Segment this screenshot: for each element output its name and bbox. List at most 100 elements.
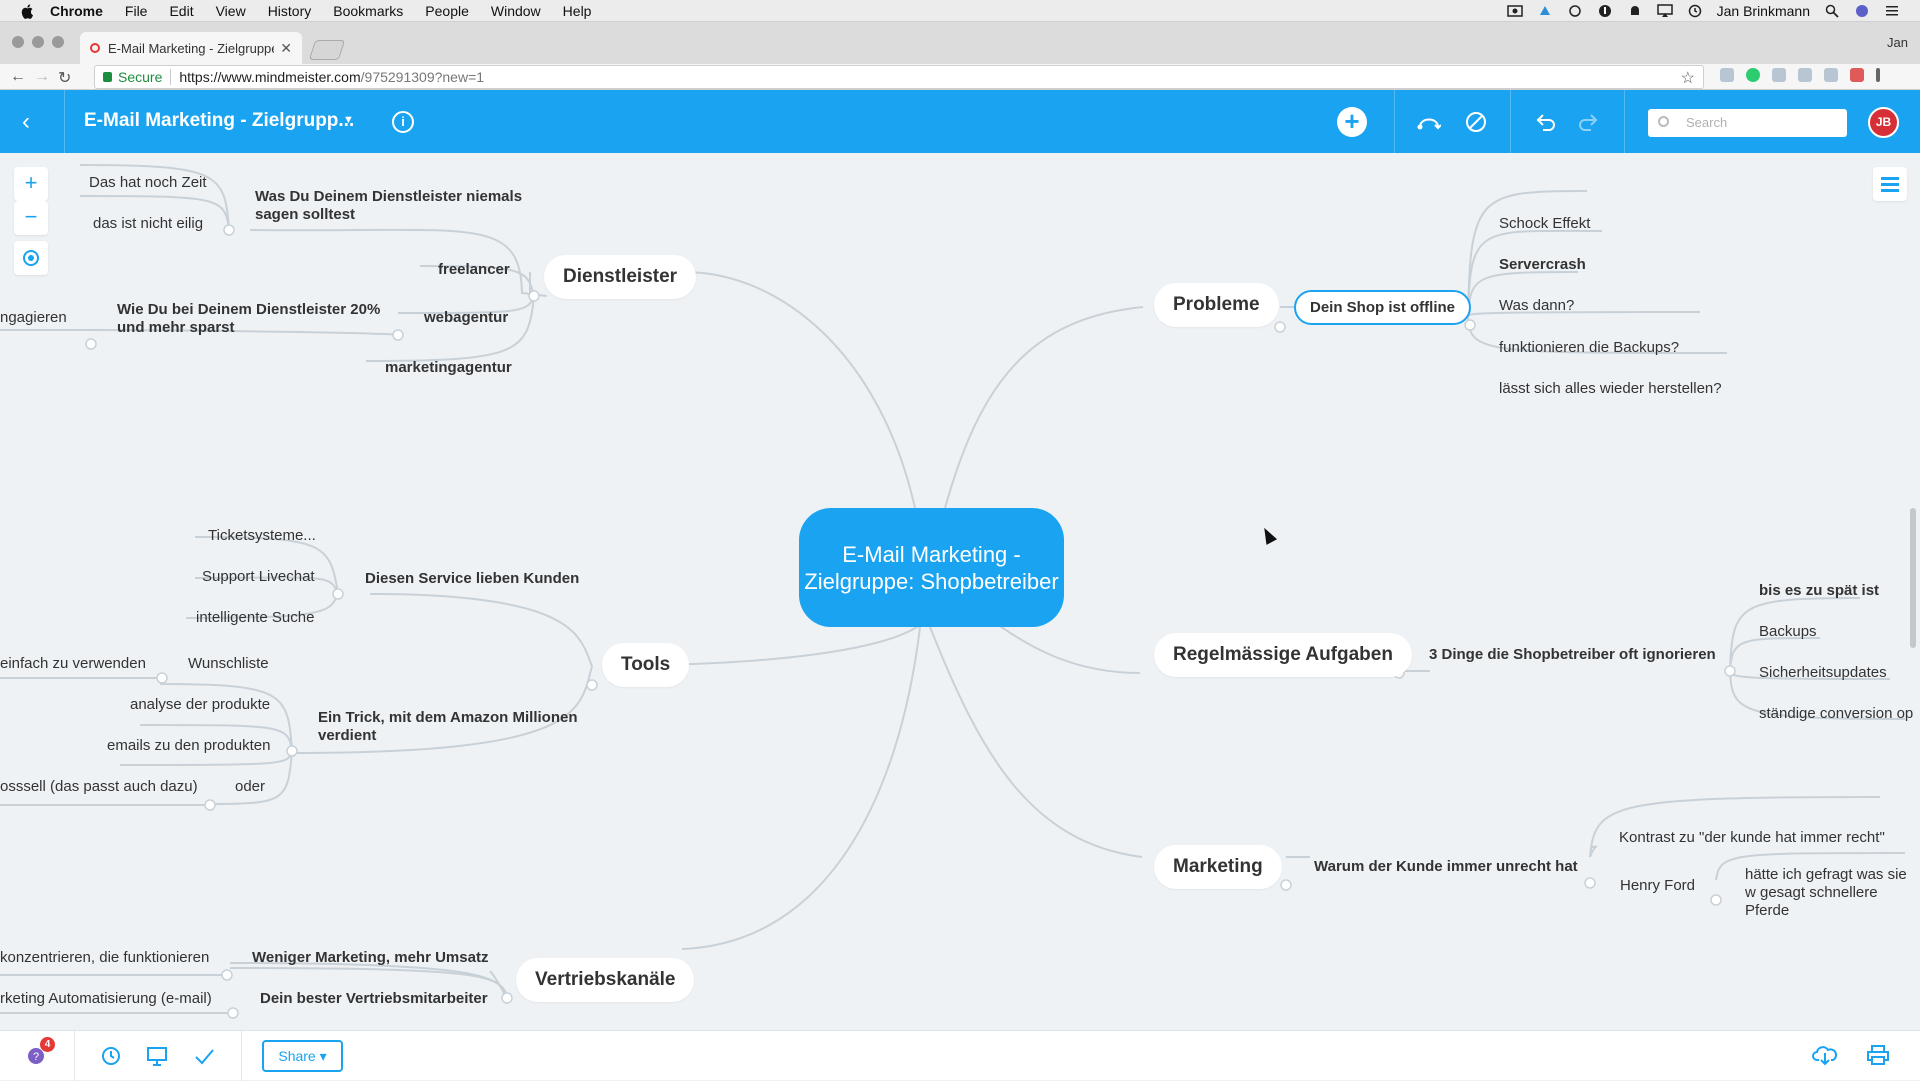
- extension-3-icon[interactable]: [1772, 68, 1786, 82]
- node-webagentur[interactable]: webagentur: [424, 309, 509, 326]
- reload-icon[interactable]: ↻: [58, 70, 72, 87]
- node-suche[interactable]: intelligente Suche: [196, 609, 315, 626]
- extension-2-icon[interactable]: [1746, 68, 1760, 82]
- node-shop-offline[interactable]: Dein Shop ist offline: [1294, 290, 1471, 325]
- menu-edit[interactable]: Edit: [169, 2, 194, 19]
- presentation-icon[interactable]: [146, 1045, 168, 1067]
- node-automatisierung[interactable]: rketing Automatisierung (e-mail): [0, 990, 212, 1007]
- menu-window[interactable]: Window: [490, 2, 541, 19]
- node-marketing[interactable]: Marketing: [1154, 845, 1282, 889]
- menu-people[interactable]: People: [425, 2, 469, 19]
- node-dienstleister[interactable]: Dienstleister: [544, 255, 697, 299]
- node-tools[interactable]: Tools: [602, 643, 690, 687]
- menu-file[interactable]: File: [124, 2, 148, 19]
- node-das-hat-noch-zeit[interactable]: Das hat noch Zeit: [89, 174, 207, 191]
- node-quote[interactable]: hätte ich gefragt was sie w gesagt schne…: [1745, 866, 1907, 919]
- spotlight-icon[interactable]: [1824, 4, 1840, 18]
- node-conversion[interactable]: ständige conversion op: [1759, 705, 1914, 722]
- avatar[interactable]: JB: [1868, 107, 1899, 138]
- node-ticketsysteme[interactable]: Ticketsysteme...: [208, 527, 316, 544]
- node-weniger-marketing[interactable]: Weniger Marketing, mehr Umsatz: [252, 949, 489, 966]
- node-amazon[interactable]: Ein Trick, mit dem Amazon Millionen verd…: [318, 709, 578, 744]
- snagit-icon[interactable]: [1537, 4, 1553, 18]
- zoom-in-button[interactable]: +: [14, 167, 48, 201]
- search-input[interactable]: Search: [1648, 109, 1847, 137]
- mindmap-canvas[interactable]: + − E-Mail Marketing - Zielgruppe: Shopb…: [0, 153, 1920, 1030]
- password-icon[interactable]: [1597, 4, 1613, 18]
- node-never-say[interactable]: Was Du Deinem Dienstleister niemals sage…: [255, 188, 523, 223]
- no-style-icon[interactable]: [1465, 111, 1487, 133]
- chrome-profile-button[interactable]: Jan: [1887, 35, 1908, 50]
- apple-icon[interactable]: [20, 3, 36, 19]
- sync-icon[interactable]: [1567, 4, 1583, 18]
- node-bis-zu-spaet[interactable]: bis es zu spät ist: [1759, 582, 1880, 599]
- extension-1-icon[interactable]: [1720, 68, 1734, 82]
- node-sicherheitsupdates[interactable]: Sicherheitsupdates: [1759, 664, 1887, 681]
- center-map-button[interactable]: [14, 241, 48, 275]
- new-tab-button[interactable]: [308, 40, 346, 60]
- outline-view-button[interactable]: [1873, 167, 1907, 201]
- connect-icon[interactable]: [1417, 112, 1441, 132]
- notification-center-icon[interactable]: [1884, 4, 1900, 18]
- node-crosssell[interactable]: osssell (das passt auch dazu): [0, 778, 198, 795]
- node-backups-check[interactable]: funktionieren die Backups?: [1499, 339, 1680, 356]
- menu-help[interactable]: Help: [562, 2, 592, 19]
- download-cloud-icon[interactable]: [1812, 1043, 1838, 1067]
- airplay-icon[interactable]: [1656, 4, 1673, 18]
- root-node[interactable]: E-Mail Marketing - Zielgruppe: Shopbetre…: [799, 508, 1064, 627]
- node-livechat[interactable]: Support Livechat: [202, 568, 315, 585]
- node-bester-mitarbeiter[interactable]: Dein bester Vertriebsmitarbeiter: [260, 990, 488, 1007]
- undo-icon[interactable]: [1534, 112, 1556, 132]
- node-emails[interactable]: emails zu den produkten: [107, 737, 271, 754]
- node-3-dinge[interactable]: 3 Dinge die Shopbetreiber oft ignorieren: [1429, 646, 1716, 663]
- node-save-20[interactable]: Wie Du bei Deinem Dienstleister 20% und …: [117, 301, 381, 336]
- siri-icon[interactable]: [1854, 4, 1870, 18]
- redo-icon[interactable]: [1578, 112, 1600, 132]
- node-oder[interactable]: oder: [235, 778, 266, 795]
- extension-5-icon[interactable]: [1824, 68, 1838, 82]
- zoom-window-button[interactable]: [52, 36, 64, 48]
- tasks-check-icon[interactable]: [193, 1045, 215, 1067]
- chrome-menu-icon[interactable]: [1876, 68, 1880, 82]
- add-node-button[interactable]: +: [1337, 107, 1367, 137]
- menu-app[interactable]: Chrome: [50, 2, 103, 19]
- menu-bookmarks[interactable]: Bookmarks: [333, 2, 404, 19]
- node-backups[interactable]: Backups: [1759, 623, 1817, 640]
- node-herstellen[interactable]: lässt sich alles wieder herstellen?: [1499, 380, 1722, 397]
- help-icon[interactable]: ?: [26, 1044, 46, 1066]
- notification-icon[interactable]: [1627, 4, 1643, 18]
- node-konzentrieren[interactable]: konzentrieren, die funktionieren: [0, 949, 210, 966]
- minimize-window-button[interactable]: [32, 36, 44, 48]
- bookmark-star-icon[interactable]: ☆: [1680, 70, 1695, 87]
- node-freelancer[interactable]: freelancer: [438, 261, 510, 278]
- extension-6-icon[interactable]: [1850, 68, 1864, 82]
- menu-view[interactable]: View: [215, 2, 246, 19]
- node-probleme[interactable]: Probleme: [1154, 283, 1279, 327]
- node-marketingagentur[interactable]: marketingagentur: [385, 359, 512, 376]
- vertical-scrollbar[interactable]: [1910, 508, 1916, 648]
- node-regelmaessige-aufgaben[interactable]: Regelmässige Aufgaben: [1154, 633, 1412, 677]
- node-nicht-eilig[interactable]: das ist nicht eilig: [93, 215, 204, 232]
- node-was-dann[interactable]: Was dann?: [1499, 297, 1575, 314]
- menu-history[interactable]: History: [267, 2, 312, 19]
- node-servercrash[interactable]: Servercrash: [1499, 256, 1586, 273]
- forward-arrow-icon[interactable]: →: [34, 68, 50, 85]
- node-service[interactable]: Diesen Service lieben Kunden: [365, 570, 580, 587]
- node-schock-effekt[interactable]: Schock Effekt: [1499, 215, 1591, 232]
- node-einfach[interactable]: einfach zu verwenden: [0, 655, 146, 672]
- screen-record-icon[interactable]: [1506, 4, 1523, 18]
- back-arrow-icon[interactable]: ←: [10, 68, 26, 85]
- node-vertriebskanaele[interactable]: Vertriebskanäle: [516, 958, 695, 1002]
- node-ngagieren[interactable]: ngagieren: [0, 309, 67, 326]
- print-icon[interactable]: [1866, 1044, 1890, 1066]
- node-unrecht[interactable]: Warum der Kunde immer unrecht hat: [1314, 858, 1578, 875]
- info-icon[interactable]: i: [392, 111, 414, 133]
- zoom-out-button[interactable]: −: [14, 201, 48, 235]
- address-bar[interactable]: Secure https://www.mindmeister.com/97529…: [94, 65, 1704, 89]
- node-henry-ford[interactable]: Henry Ford: [1620, 877, 1696, 894]
- browser-tab[interactable]: E-Mail Marketing - Zielgruppe ✕: [80, 32, 302, 64]
- close-window-button[interactable]: [12, 36, 24, 48]
- node-kontrast[interactable]: Kontrast zu "der kunde hat immer recht": [1619, 829, 1885, 846]
- share-button[interactable]: Share ▾: [262, 1040, 343, 1072]
- extension-4-icon[interactable]: [1798, 68, 1812, 82]
